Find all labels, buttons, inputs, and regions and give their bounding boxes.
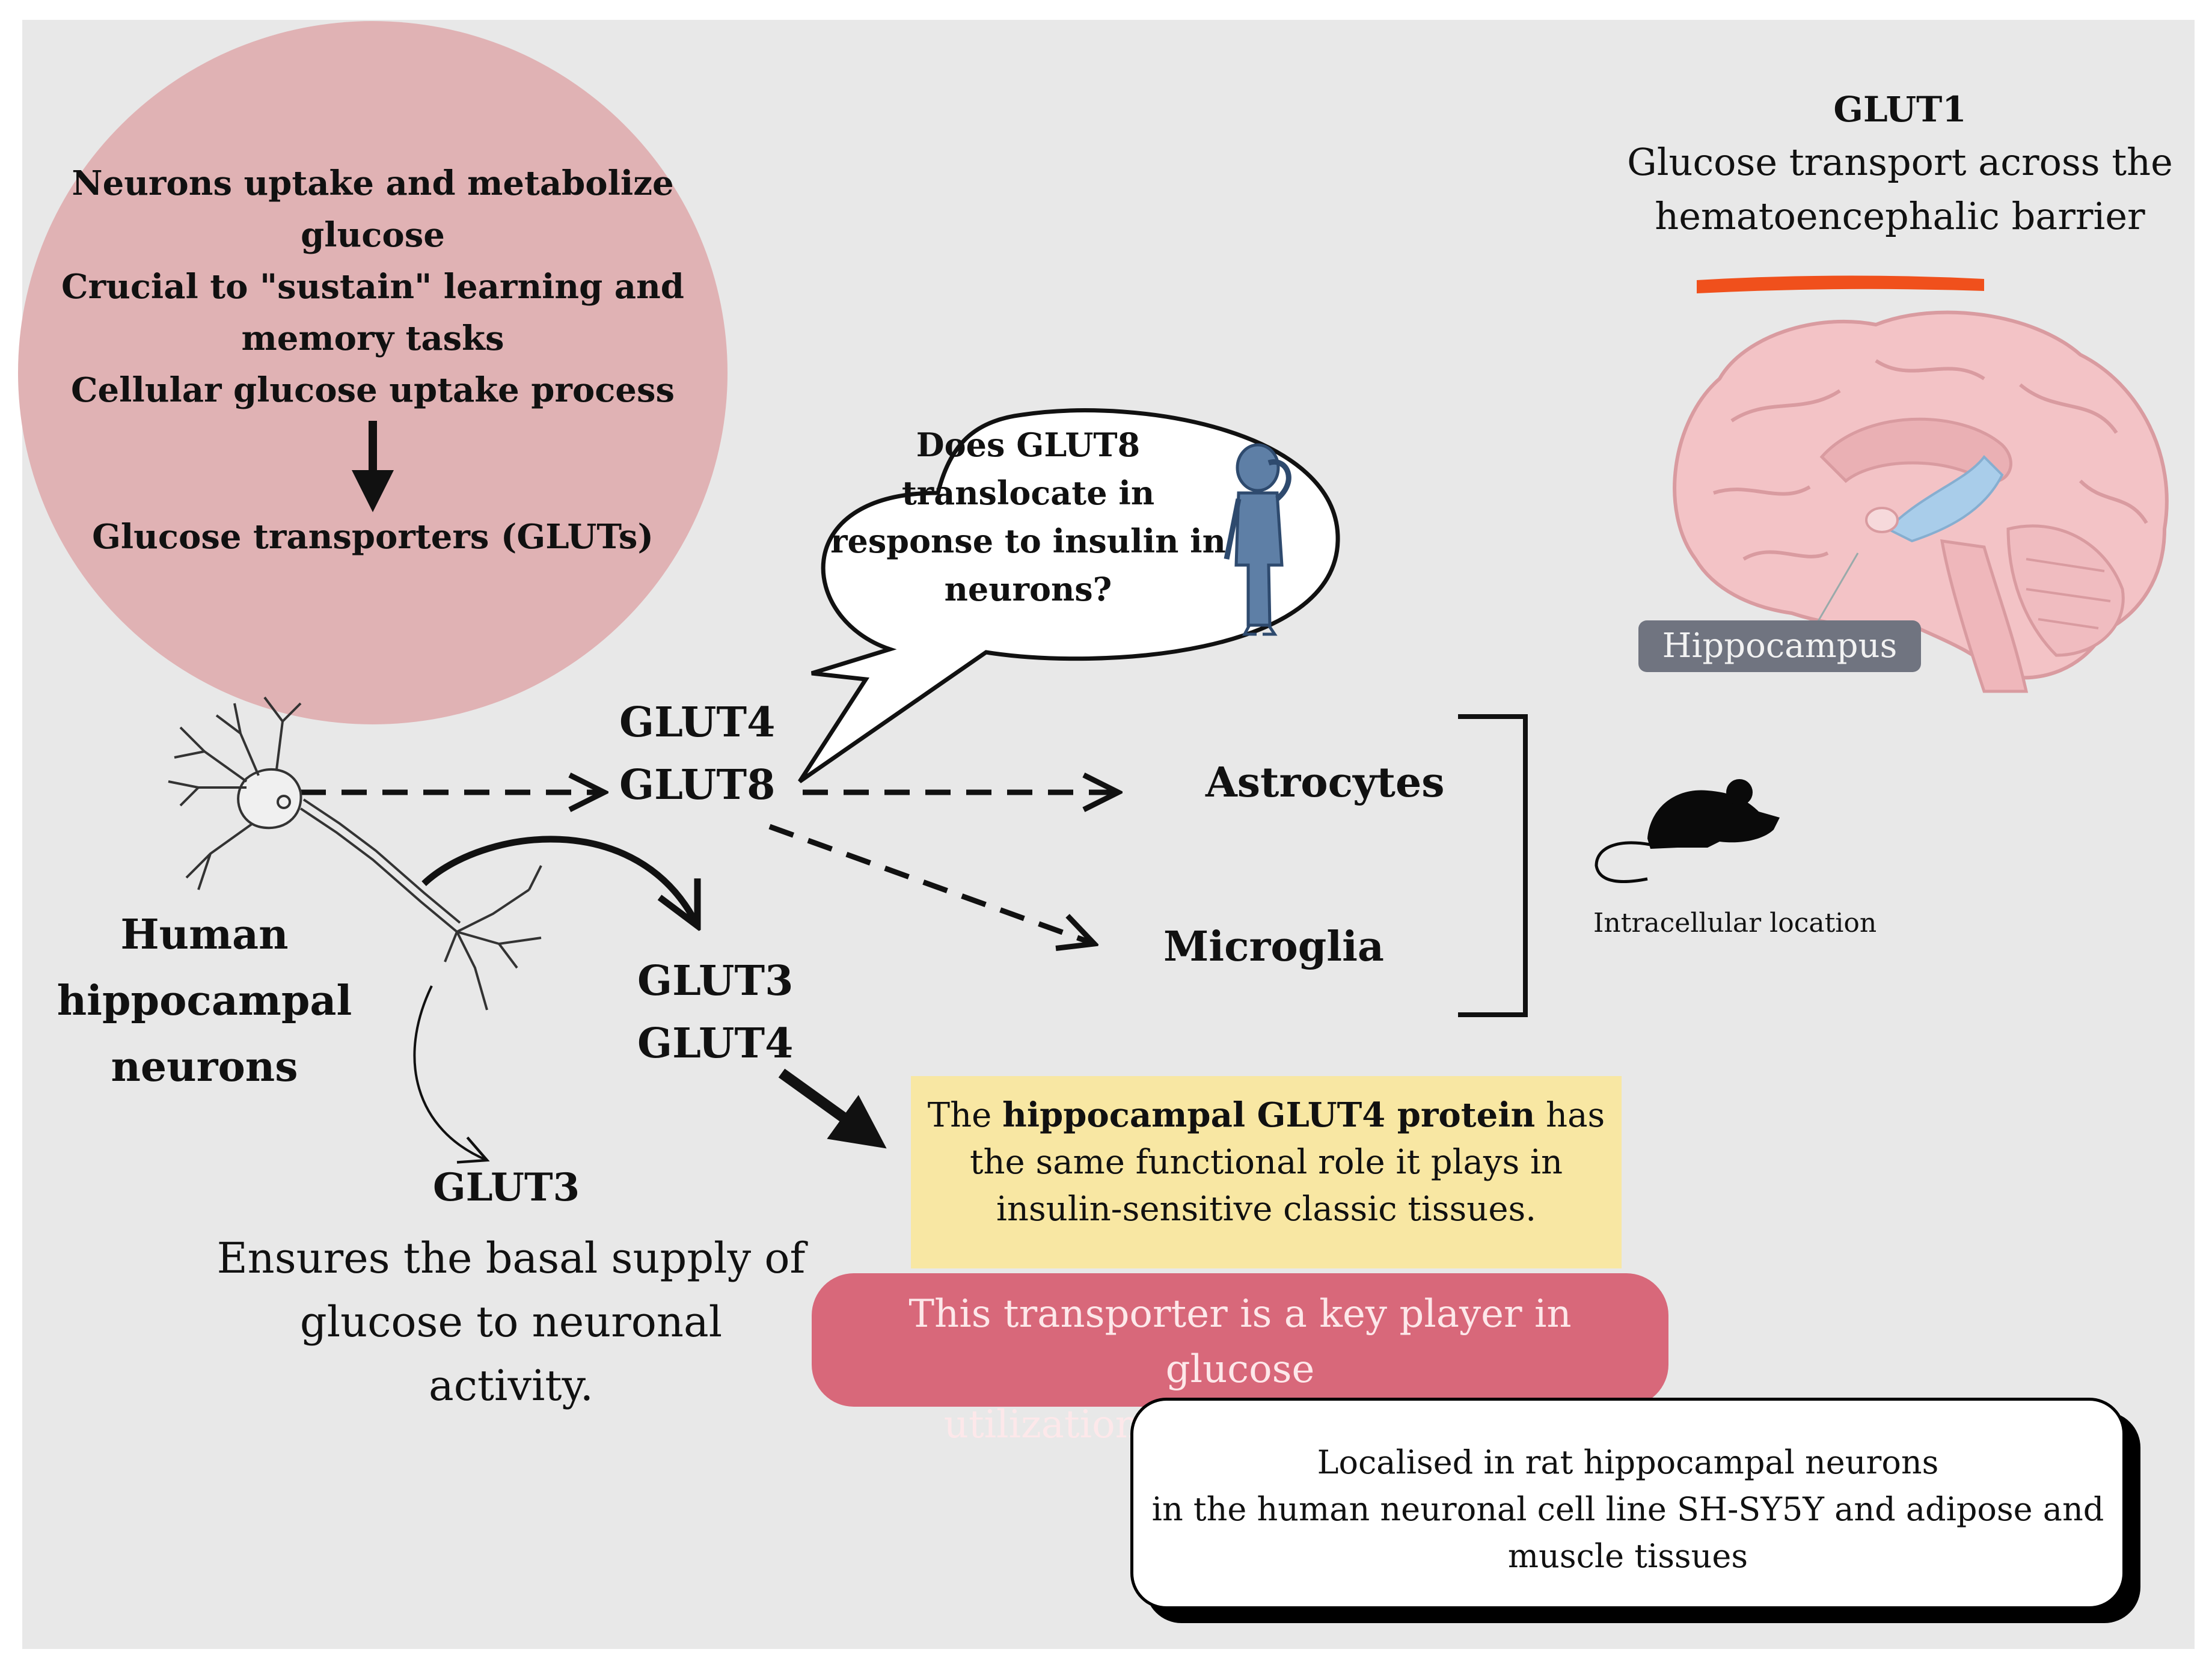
arrow-neuron-to-glut3 [413,985,490,1164]
note-line: muscle tissues [1507,1537,1748,1575]
glut3-desc-line: Ensures the basal supply of [216,1234,806,1283]
intro-line: Cellular glucose uptake process [70,370,675,410]
intro-line: memory tasks [241,319,504,358]
note-text: The [927,1096,1003,1135]
glut1-description: Glucose transport across the hematoencep… [1593,135,2207,243]
transporter-label: GLUT4 [637,1020,794,1068]
astrocytes-label: Astrocytes [1206,759,1445,807]
note-bold-text: hippocampal GLUT4 protein [1002,1095,1536,1135]
question-line: neurons? [944,570,1112,608]
cells-bracket [1458,714,1528,1017]
question-line: response to insulin in [830,522,1226,560]
thinking-person-icon [1224,443,1291,636]
intro-line: Neurons uptake and metabolize [72,164,674,203]
glut1-desc-line: hematoencephalic barrier [1655,194,2145,238]
question-text: Does GLUT8 translocate in response to in… [812,421,1245,613]
mouse-icon [1595,779,1780,883]
neurons-line: hippocampal [57,977,352,1025]
neurons-line: neurons [111,1043,298,1091]
glut3-description: Ensures the basal supply of glucose to n… [210,1226,812,1418]
hippocampus-label: Hippocampus [1638,620,1921,672]
glut3-desc-line: activity. [428,1361,594,1410]
neurons-line: Human [120,911,289,959]
question-bubble [798,408,1340,783]
intro-line: glucose [301,215,445,255]
transporter-label: GLUT8 [619,761,776,809]
intro-text: Neurons uptake and metabolize glucose Cr… [60,158,685,416]
question-line: Does GLUT8 [916,426,1141,464]
brain-icon [1673,310,2169,693]
note-line: Localised in rat hippocampal neurons [1317,1443,1939,1481]
glut3-title: GLUT3 [433,1165,580,1210]
glut1-title: GLUT1 [1833,89,1967,130]
arrow-glut4-to-note [778,1068,887,1149]
note-line: This transporter is a key player in gluc… [908,1292,1572,1392]
arrow-neuron-to-glut34 [421,836,697,926]
intracellular-location-label: Intracellular location [1593,908,1877,938]
localisation-note: Localised in rat hippocampal neurons in … [1130,1398,2125,1609]
intro-line: Crucial to "sustain" learning and [61,267,684,307]
question-line: translocate in [901,474,1155,512]
glut4-glut8-label: GLUT4 GLUT8 [619,691,775,816]
arrow-glut8-to-microglia [768,824,1094,944]
barrier-line [1697,275,1984,293]
microglia-label: Microglia [1163,923,1384,971]
transporter-label: GLUT4 [619,699,776,747]
glut4-key-player-note: This transporter is a key player in gluc… [812,1273,1668,1447]
glut4-function-note: The hippocampal GLUT4 protein has the sa… [911,1076,1622,1268]
glut3-desc-line: glucose to neuronal [299,1297,723,1347]
intro-circle [18,21,728,724]
note-text: has the same functional role it plays in… [969,1096,1605,1229]
glut3-glut4-label: GLUT3 GLUT4 [637,950,793,1075]
glut1-desc-line: Glucose transport across the [1627,140,2173,184]
neuron-icon [168,696,542,1011]
note-line: in the human neuronal cell line SH-SY5Y … [1151,1490,2104,1528]
glut-transporters-label: Glucose transporters (GLUTs) [92,517,654,557]
neurons-label: Human hippocampal neurons [48,902,361,1100]
transporter-label: GLUT3 [637,957,794,1005]
